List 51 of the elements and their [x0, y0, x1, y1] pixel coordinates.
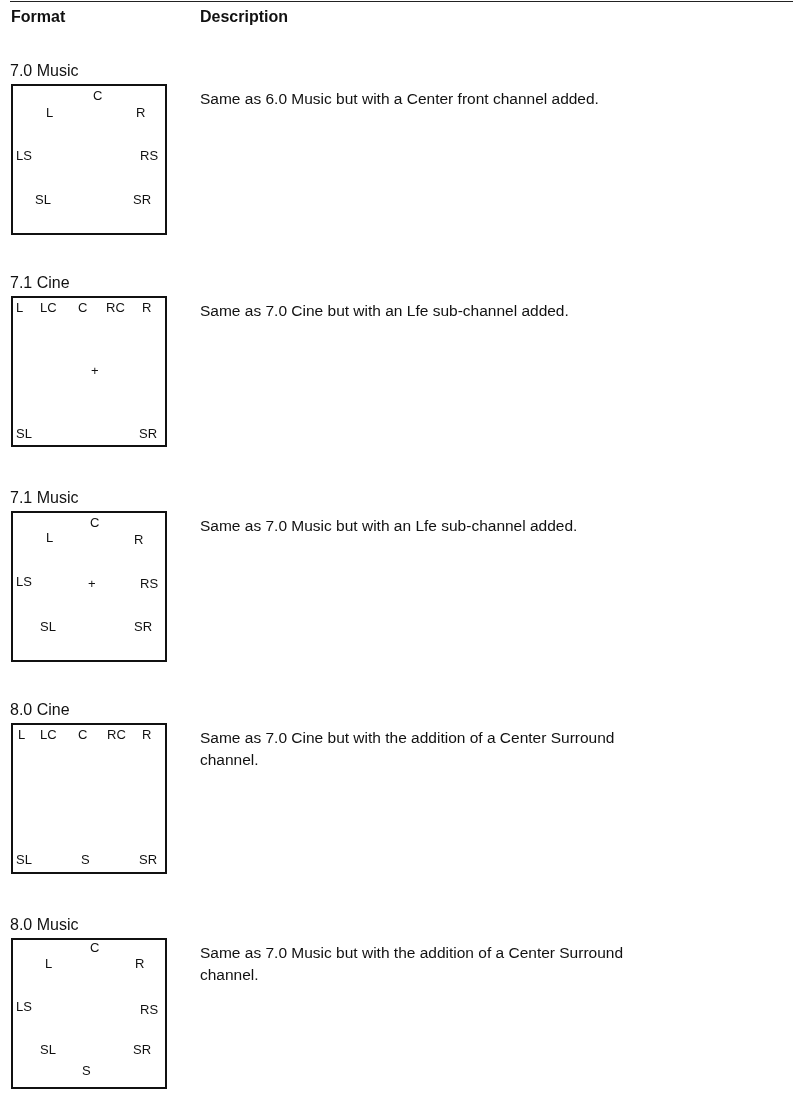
format-heading: 7.0 Music [10, 62, 79, 80]
channel-label: C [90, 941, 100, 955]
channel-label: RS [140, 1003, 159, 1017]
channel-label: LC [40, 301, 57, 315]
channel-label: C [78, 728, 88, 742]
channel-label: LS [16, 149, 32, 163]
channel-label: SL [40, 620, 56, 634]
channel-label: R [134, 533, 144, 547]
channel-label: L [18, 728, 26, 742]
channel-label: R [136, 106, 146, 120]
format-heading: 7.1 Cine [10, 274, 70, 292]
channel-label: SR [133, 193, 152, 207]
channel-label: S [82, 1064, 91, 1078]
format-description: Same as 7.0 Cine but with the addition of a Center Surround channel. [200, 728, 616, 770]
channel-label: LC [40, 728, 57, 742]
channel-label: SR [139, 853, 158, 867]
channel-label: SL [40, 1043, 56, 1057]
format-description: Same as 6.0 Music but with a Center front channel added. [200, 89, 600, 109]
format-heading: 8.0 Music [10, 916, 79, 934]
channel-label: C [78, 301, 88, 315]
format-description: Same as 7.0 Music but with an Lfe sub-channel added. [200, 516, 579, 536]
channel-label: SR [139, 427, 158, 441]
format-heading: 8.0 Cine [10, 701, 70, 719]
channel-label: RS [140, 577, 159, 591]
channel-label: L [46, 106, 54, 120]
channel-label: RC [106, 301, 125, 315]
channel-label: R [142, 301, 152, 315]
channel-label: SR [133, 1043, 152, 1057]
channel-label: LS [16, 1000, 32, 1014]
channel-label: R [135, 957, 145, 971]
format-description: Same as 7.0 Cine but with an Lfe sub-channel added. [200, 301, 570, 321]
channel-label: + [91, 364, 99, 378]
channel-label: C [93, 89, 103, 103]
column-header: Description [200, 8, 288, 26]
channel-label: + [88, 577, 96, 591]
channel-label: S [81, 853, 90, 867]
format-heading: 7.1 Music [10, 489, 79, 507]
channel-label: R [142, 728, 152, 742]
channel-label: C [90, 516, 100, 530]
channel-label: L [46, 531, 54, 545]
channel-label: LS [16, 575, 32, 589]
format-description: Same as 7.0 Music but with the addition of a Center Surround channel. [200, 943, 625, 985]
column-header: Format [11, 8, 66, 26]
channel-label: L [45, 957, 53, 971]
channel-label: SL [16, 853, 32, 867]
channel-label: SL [16, 427, 32, 441]
channel-label: RS [140, 149, 159, 163]
channel-label: RC [107, 728, 126, 742]
channel-label: SR [134, 620, 153, 634]
channel-label: L [16, 301, 24, 315]
channel-label: SL [35, 193, 51, 207]
